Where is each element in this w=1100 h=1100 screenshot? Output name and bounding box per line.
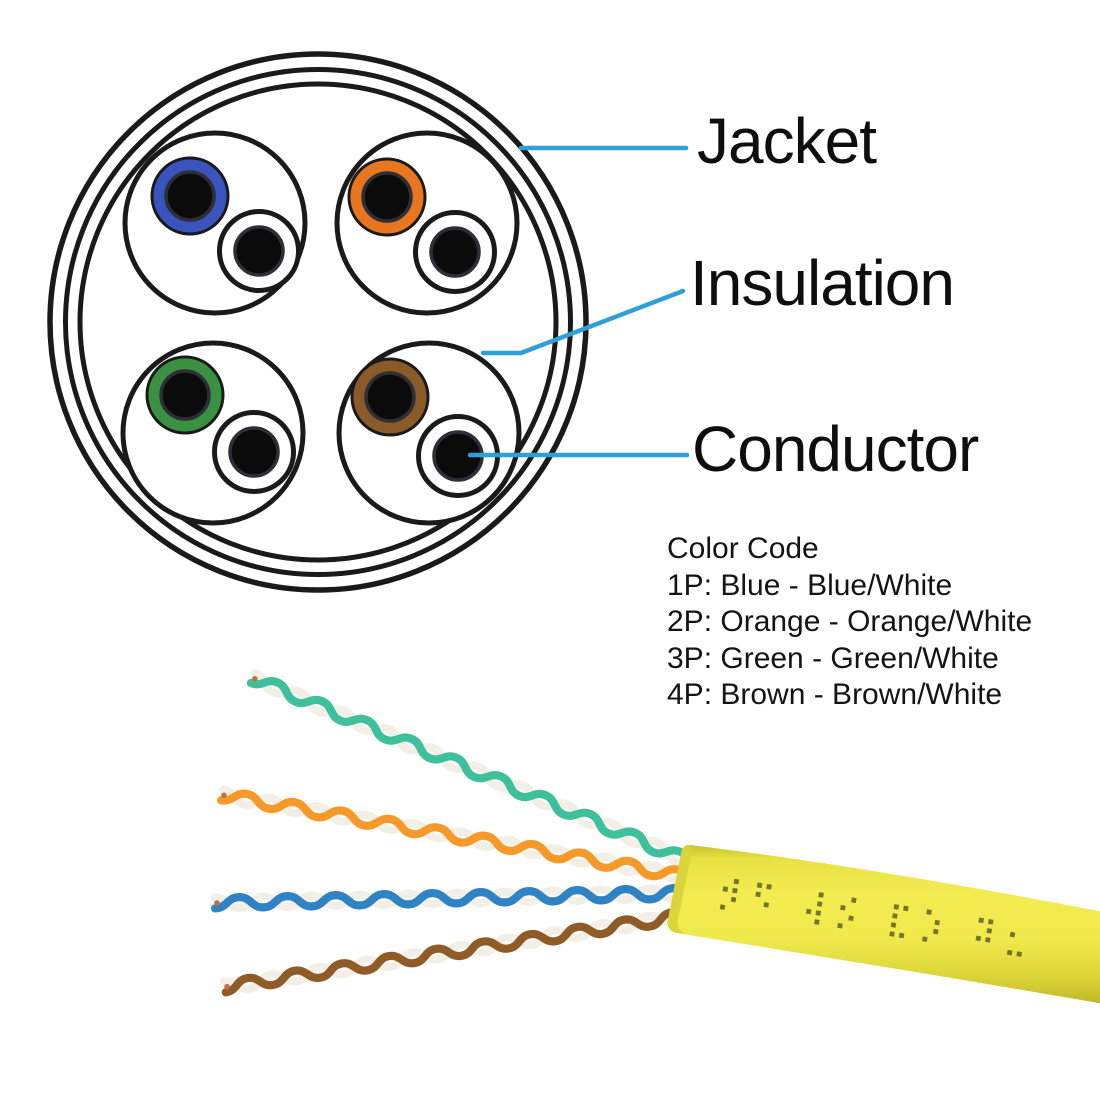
cable-photo: ⡺⠫ ⢼⡪ ⣏⡱ ⠽⣂ [210,668,1100,1004]
twisted-pair-orange-copper-tip [221,792,227,799]
twisted-pair-green-white-wire [251,668,707,867]
twisted-pair-blue-colored-wire [211,883,703,913]
cable-jacket [667,844,1100,1004]
cable-jacket-left-rim [667,844,692,934]
jacket-ring-middle [63,67,573,577]
twisted-pair-brown-copper-tip [224,983,230,990]
insulation-label: Insulation [690,247,955,319]
color-code-entry-4p: 4P: Brown - Brown/White [667,678,1003,711]
wire-orange-white-conductor [429,226,481,278]
wire-green-white-conductor [228,426,280,478]
color-code-entry-1p: 1P: Blue - Blue/White [667,568,953,602]
wire-brown-conductor [364,371,416,423]
twisted-pair-orange-colored-wire [217,789,704,889]
color-code-entry-3p: 3P: Green - Green/White [667,641,999,675]
color-code-entry-2p: 2P: Orange - Orange/White [667,605,1033,638]
wire-orange-conductor [361,171,413,223]
twisted-pair-blue-copper-tip [214,900,220,906]
conductor-label: Conductor [692,413,979,485]
jacket-ring-outer [47,51,589,593]
cross-section-diagram [47,51,690,593]
wire-green-conductor [159,369,211,421]
insulation-leader-line [480,288,686,356]
twisted-pair-green-colored-wire [246,677,702,876]
twisted-pair-brown-white-wire [220,904,700,993]
twisted-pair-orange-white-wire [218,785,705,885]
color-code-title: Color Code [667,532,819,565]
color-code-legend: Color Code 1P: Blue - Blue/White 2P: Ora… [667,531,1032,714]
twisted-pair-blue-white-wire [210,883,702,913]
twisted-pairs-group [210,668,707,997]
wire-blue-white-conductor [233,225,285,277]
jacket-ring-inner [77,81,559,563]
jacket-label: Jacket [697,105,877,177]
twisted-pair-brown-colored-wire [221,908,701,997]
twisted-pair-green-copper-tip [252,676,258,682]
wire-blue-conductor [164,170,216,222]
